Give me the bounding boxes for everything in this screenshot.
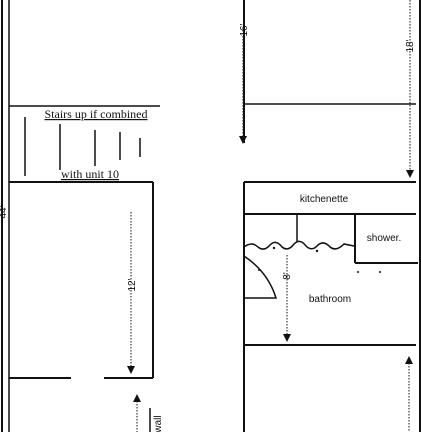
bathroom-door [243, 255, 278, 299]
stairs-note-line1: Stairs up if combined [45, 107, 148, 121]
wall-note: wall [153, 415, 164, 432]
dim-label-16: 16' [239, 23, 250, 36]
stair-treads [24, 117, 141, 176]
dim-label-44: 44' [0, 205, 9, 218]
bathroom-label: bathroom [309, 294, 351, 305]
dim-label-12: 12' [127, 278, 138, 291]
left-unit-walls [1, 0, 160, 432]
dim-label-18: 18' [405, 39, 416, 52]
shower-label: shower. [367, 233, 401, 244]
dimension-lines [130, 0, 411, 432]
wavy-partition [243, 240, 355, 250]
right-unit-walls [243, 0, 421, 432]
stairs-note-line2: with unit 10 [61, 167, 119, 181]
plan-marks [258, 246, 381, 273]
kitchenette-label: kitchenette [300, 194, 349, 205]
dimension-arrows [127, 136, 414, 402]
dim-label-8: 8' [282, 272, 293, 280]
